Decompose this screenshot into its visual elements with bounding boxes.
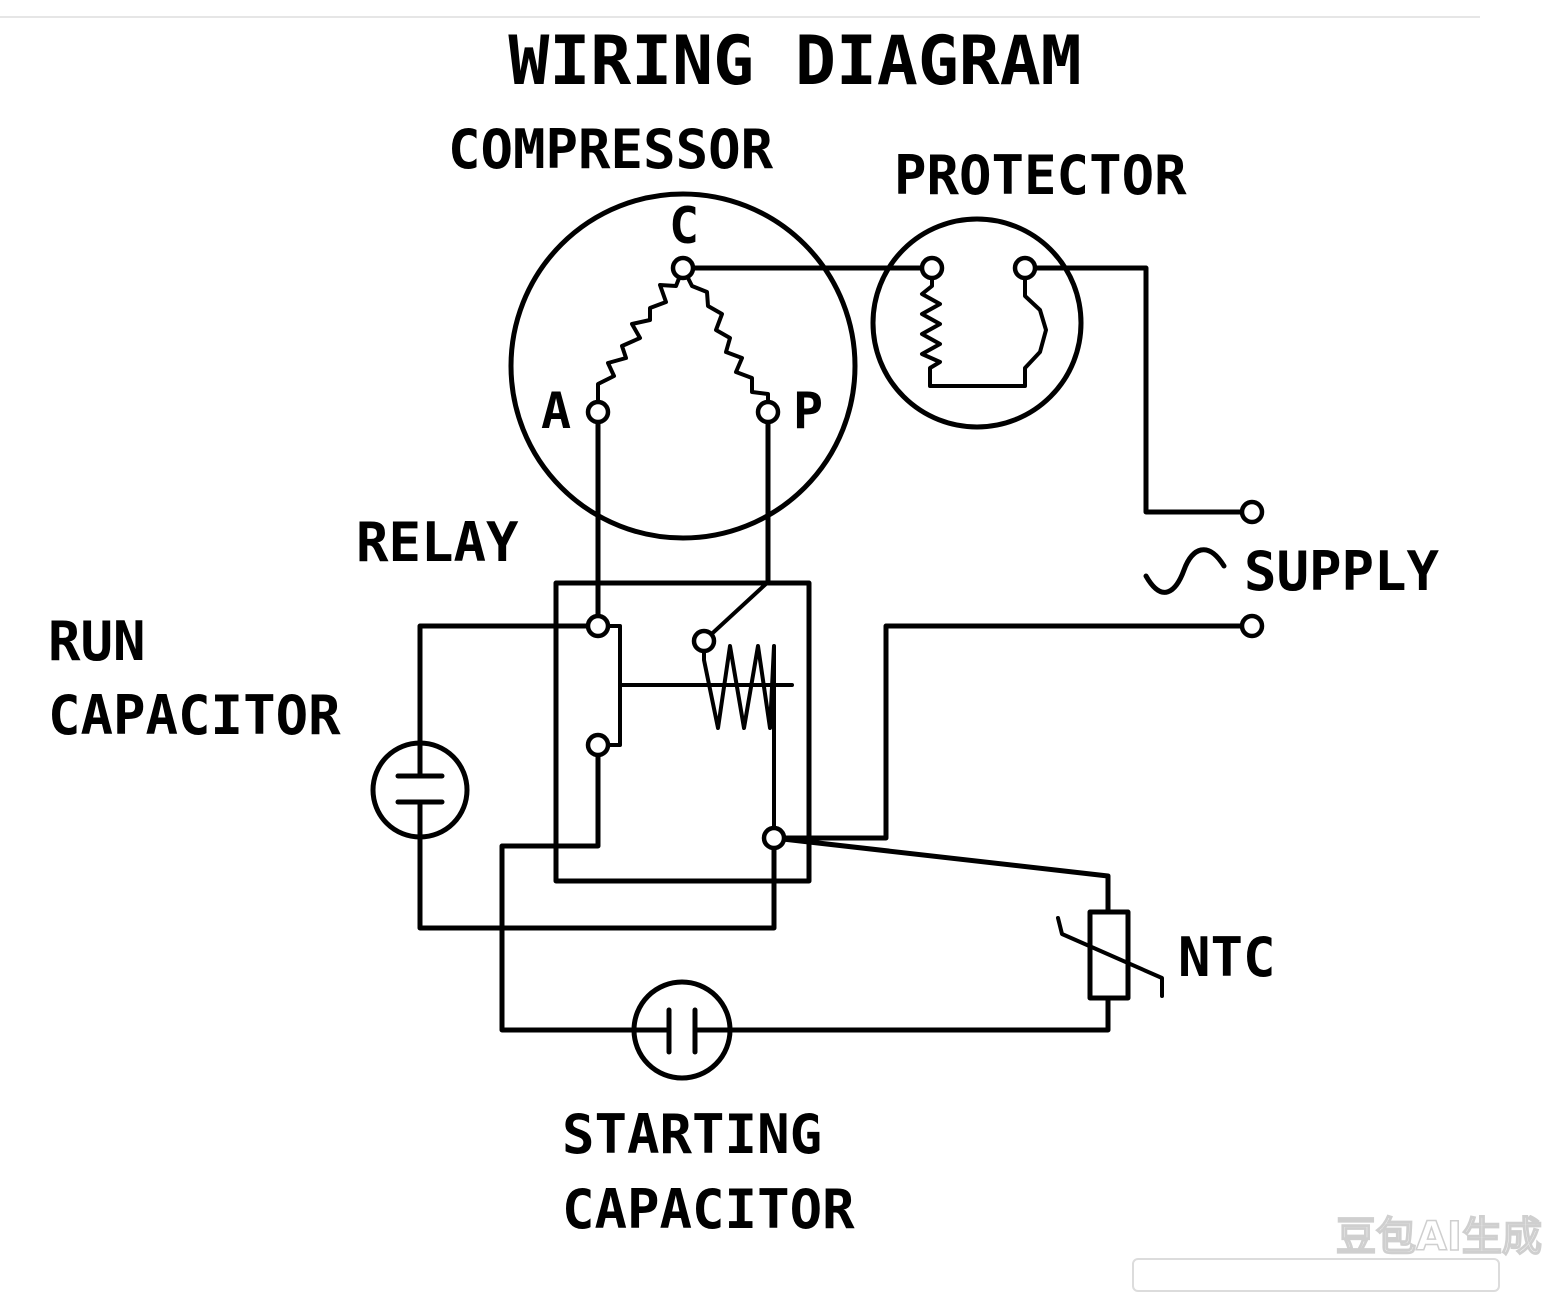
bottom-card: [1132, 1258, 1500, 1292]
starting-capacitor: [631, 979, 733, 1081]
relay-terminal-3: [585, 732, 611, 758]
compressor-run-winding: [681, 266, 770, 414]
ntc-diagonal-arrow: [1056, 916, 1164, 998]
terminal-c: [670, 255, 696, 281]
ntc-thermistor: [1056, 909, 1164, 1001]
relay-terminal-4: [761, 825, 787, 851]
terminal-p-label: P: [793, 382, 823, 440]
wire-protector-to-supply: [1022, 265, 1255, 515]
relay-housing: [553, 580, 812, 884]
wire-relay-to-ntc: [771, 835, 1111, 915]
protector-label: PROTECTOR: [894, 144, 1187, 207]
top-divider: [0, 16, 1480, 18]
wire-run-capacitor-bottom: [417, 833, 777, 931]
terminal-a: [585, 399, 611, 425]
ac-sine-icon: [1143, 547, 1227, 595]
starting-capacitor-label-line1: STARTING: [562, 1103, 822, 1166]
wire-run-capacitor-top: [417, 623, 601, 773]
relay-internals: [596, 580, 794, 840]
relay-terminal-2: [691, 628, 717, 654]
protector: [870, 216, 1084, 430]
starting-capacitor-label-line2: CAPACITOR: [562, 1178, 855, 1241]
relay-terminal-1: [585, 613, 611, 639]
supply-label: SUPPLY: [1244, 540, 1440, 603]
relay-coil: [702, 639, 776, 840]
relay-label: RELAY: [356, 511, 519, 574]
ntc-body: [1087, 909, 1131, 1001]
compressor-start-winding: [596, 266, 685, 414]
watermark: 豆包AI生成: [1336, 1214, 1542, 1260]
terminals: [585, 255, 1265, 851]
compressor-label: COMPRESSOR: [448, 118, 774, 181]
relay-switch-arm: [702, 580, 770, 643]
run-capacitor-label-line2: CAPACITOR: [48, 684, 341, 747]
terminal-p: [755, 399, 781, 425]
run-capacitor-label-line1: RUN: [48, 610, 146, 673]
ntc-label: NTC: [1178, 926, 1276, 989]
protector-terminal-2: [1012, 255, 1038, 281]
wire-relay-lower-contact: [499, 742, 643, 1033]
protector-terminal-1: [919, 255, 945, 281]
wire-relay-to-supply: [771, 623, 1255, 841]
compressor: [508, 191, 858, 541]
terminal-a-label: A: [541, 382, 571, 440]
wire-ntc-to-start-capacitor: [723, 995, 1111, 1033]
protector-heater: [920, 266, 1048, 388]
relay-contact-bar: [596, 624, 622, 747]
protector-housing: [870, 216, 1084, 430]
diagram-title: WIRING DIAGRAM: [508, 22, 1081, 101]
supply-terminal-1: [1239, 499, 1265, 525]
terminal-c-label: C: [669, 197, 699, 255]
compressor-housing: [508, 191, 858, 541]
run-capacitor: [370, 740, 470, 840]
supply-terminal-2: [1239, 613, 1265, 639]
